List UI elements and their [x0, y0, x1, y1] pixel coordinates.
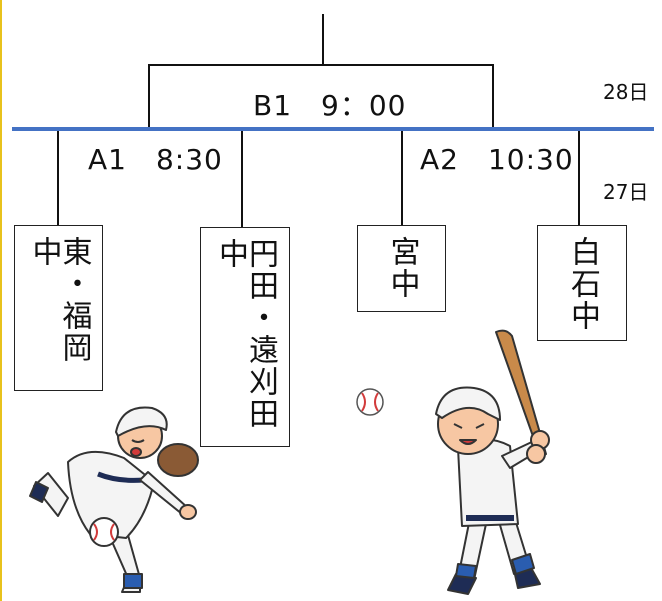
- day-label-upper: 28日: [603, 80, 649, 104]
- team-name-1: 東・福岡中: [26, 236, 92, 364]
- bracket-semi2-left: [401, 128, 403, 225]
- semi1-match-label: A1 8:30: [88, 143, 223, 176]
- team-name-4: 白石中: [565, 236, 600, 332]
- day-label-lower: 27日: [603, 180, 649, 204]
- bracket-semi1-right: [241, 128, 243, 227]
- team-box-3: 宮中: [357, 225, 446, 312]
- bracket-semi2-right: [578, 128, 580, 225]
- team-box-4: 白石中: [537, 225, 627, 341]
- batter-illustration: [435, 329, 550, 595]
- team-box-2: 円田・遠刈田中: [200, 227, 290, 447]
- bracket-top-stem: [322, 14, 324, 66]
- day-divider-line: [12, 127, 654, 131]
- left-edge-accent: [0, 0, 2, 601]
- team-name-3: 宮中: [384, 236, 420, 300]
- semi2-match-label: A2 10:30: [420, 143, 574, 176]
- final-match-label: B1 9：00: [253, 89, 407, 122]
- team-box-1: 東・福岡中: [14, 225, 103, 391]
- team-name-2: 円田・遠刈田中: [213, 238, 278, 430]
- bracket-final-bar: [148, 64, 494, 66]
- bracket-final-left: [148, 64, 150, 129]
- pitcher-illustration: [29, 406, 199, 593]
- bracket-semi1-left: [57, 128, 59, 225]
- bracket-final-right: [492, 64, 494, 129]
- baseball-icon: [356, 388, 384, 416]
